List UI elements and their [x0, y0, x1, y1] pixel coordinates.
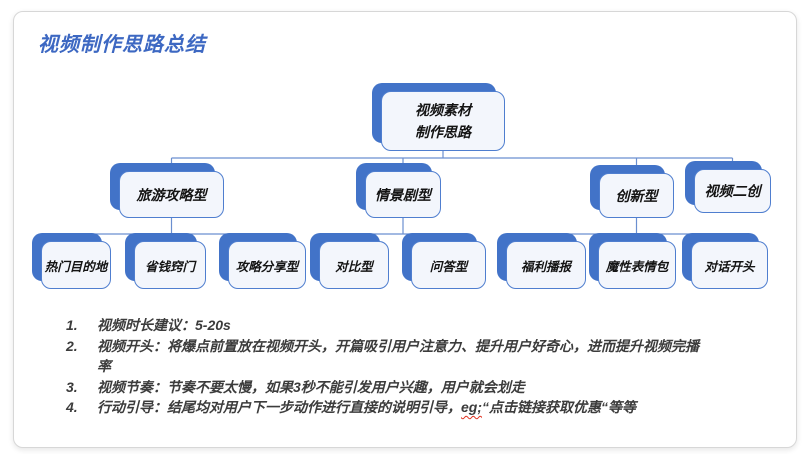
- note-text-after: “点击链接获取优惠“等等: [482, 399, 636, 415]
- note-text: 视频开头：将爆点前置放在视频开头，开篇吸引用户注意力、提升用户好奇心，进而提升视…: [97, 337, 699, 375]
- node-label-line1: 视频素材: [415, 102, 471, 118]
- note-text: 视频节奏：节奏不要太慢，如果3秒不能引发用户兴趣，用户就会划走: [97, 378, 525, 395]
- node-label: 对比型: [335, 259, 373, 274]
- note-text: 视频时长建议：5-20s: [97, 317, 231, 333]
- list-item: 2. 视频开头：将爆点前置放在视频开头，开篇吸引用户注意力、提升用户好奇心，进而…: [66, 336, 726, 377]
- node-label: 对话开头: [704, 259, 755, 274]
- leaf-qa-type: 问答型: [402, 233, 486, 289]
- leaf-magic-meme-pack: 魔性表情包: [589, 233, 676, 289]
- node-label: 魔性表情包: [605, 259, 669, 274]
- note-number: 4.: [66, 399, 78, 415]
- node-label: 省钱窍门: [144, 259, 195, 274]
- leaf-welfare-broadcast: 福利播报: [497, 233, 586, 289]
- leaf-hot-destination: 热门目的地: [32, 233, 111, 289]
- node-face: 福利播报: [506, 241, 586, 289]
- node-sitcom-type: 情景剧型: [356, 163, 441, 218]
- node-travel-guide-type: 旅游攻略型: [110, 163, 224, 218]
- leaf-money-saving-tips: 省钱窍门: [125, 233, 206, 289]
- note-text: 行动引导：结尾均对用户下一步动作进行直接的说明引导，eg;“点击链接获取优惠“等…: [97, 397, 636, 418]
- node-face: 视频二创: [694, 169, 771, 213]
- node-label: 攻略分享型: [235, 259, 299, 274]
- node-face: 情景剧型: [365, 171, 441, 218]
- notes-list: 1. 视频时长建议：5-20s 2. 视频开头：将爆点前置放在视频开头，开篇吸引…: [66, 315, 726, 418]
- note-number: 1.: [66, 317, 78, 333]
- node-label: 视频二创: [704, 183, 761, 199]
- list-item: 4. 行动引导：结尾均对用户下一步动作进行直接的说明引导，eg;“点击链接获取优…: [66, 397, 726, 418]
- note-text-before: 行动引导：结尾均对用户下一步动作进行直接的说明引导，: [97, 399, 461, 415]
- spellcheck-underlined-text: eg;: [461, 399, 482, 415]
- list-item: 3. 视频节奏：节奏不要太慢，如果3秒不能引发用户兴趣，用户就会划走: [66, 377, 726, 398]
- leaf-dialogue-opening: 对话开头: [682, 233, 768, 289]
- node-label: 福利播报: [520, 259, 571, 274]
- note-number: 2.: [66, 337, 78, 354]
- node-face: 旅游攻略型: [119, 171, 224, 218]
- node-video-recreation: 视频二创: [685, 161, 771, 213]
- node-innovation-type: 创新型: [590, 165, 674, 218]
- node-label: 创新型: [615, 187, 658, 204]
- node-label-line2: 制作思路: [415, 124, 471, 140]
- node-label: 问答型: [429, 259, 468, 274]
- node-face: 攻略分享型: [228, 241, 306, 289]
- list-item: 1. 视频时长建议：5-20s: [66, 315, 726, 336]
- node-root-video-material: 视频素材 制作思路: [372, 83, 505, 151]
- note-number: 3.: [66, 378, 78, 395]
- node-face: 省钱窍门: [134, 241, 206, 289]
- node-face: 对比型: [319, 241, 389, 289]
- node-label: 情景剧型: [375, 186, 431, 203]
- leaf-guide-sharing-type: 攻略分享型: [219, 233, 306, 289]
- slide-canvas: 视频制作思路总结: [13, 11, 797, 448]
- page-title: 视频制作思路总结: [38, 34, 206, 56]
- node-label: 旅游攻略型: [136, 186, 207, 203]
- node-face: 创新型: [599, 173, 674, 218]
- node-face: 视频素材 制作思路: [381, 91, 505, 151]
- node-face: 热门目的地: [41, 241, 111, 289]
- node-face: 魔性表情包: [598, 241, 676, 289]
- node-label: 热门目的地: [44, 259, 108, 274]
- leaf-comparison-type: 对比型: [310, 233, 389, 289]
- node-face: 对话开头: [691, 241, 768, 289]
- node-face: 问答型: [411, 241, 486, 289]
